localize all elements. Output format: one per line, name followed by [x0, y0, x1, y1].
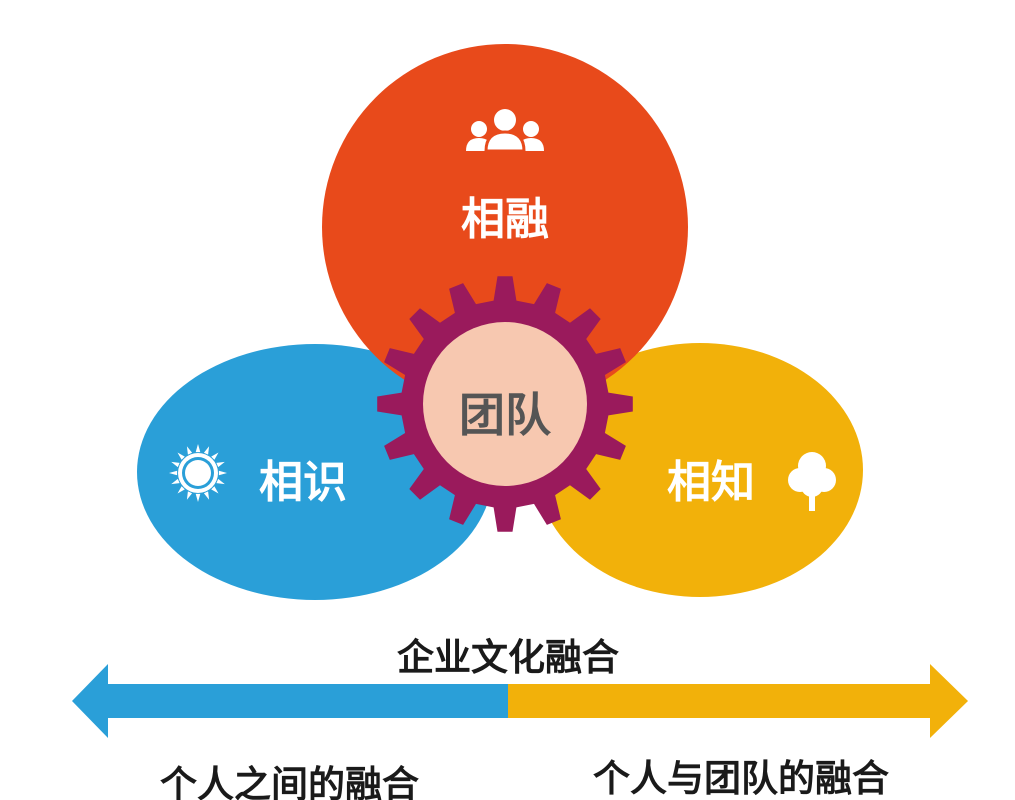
- arrow-right-head: [930, 664, 968, 738]
- axis-title: 企业文化融合: [397, 636, 619, 679]
- double-arrow: [72, 664, 968, 738]
- axis-right-label: 个人与团队的融合: [593, 757, 889, 800]
- center-circle: [423, 322, 587, 486]
- sun-icon: [169, 444, 227, 502]
- top-label: 相融: [461, 194, 549, 245]
- center-label: 团队: [459, 388, 551, 442]
- arrow-left-head: [72, 664, 108, 738]
- gear-icon: [377, 276, 633, 532]
- tree-icon: [788, 452, 836, 511]
- arrow-left-shaft: [108, 684, 510, 718]
- left-label: 相识: [259, 457, 347, 508]
- axis-left-label: 个人之间的融合: [160, 763, 419, 800]
- right-label: 相知: [667, 457, 755, 508]
- arrow-right-shaft: [508, 684, 933, 718]
- people-group-icon: [466, 109, 544, 153]
